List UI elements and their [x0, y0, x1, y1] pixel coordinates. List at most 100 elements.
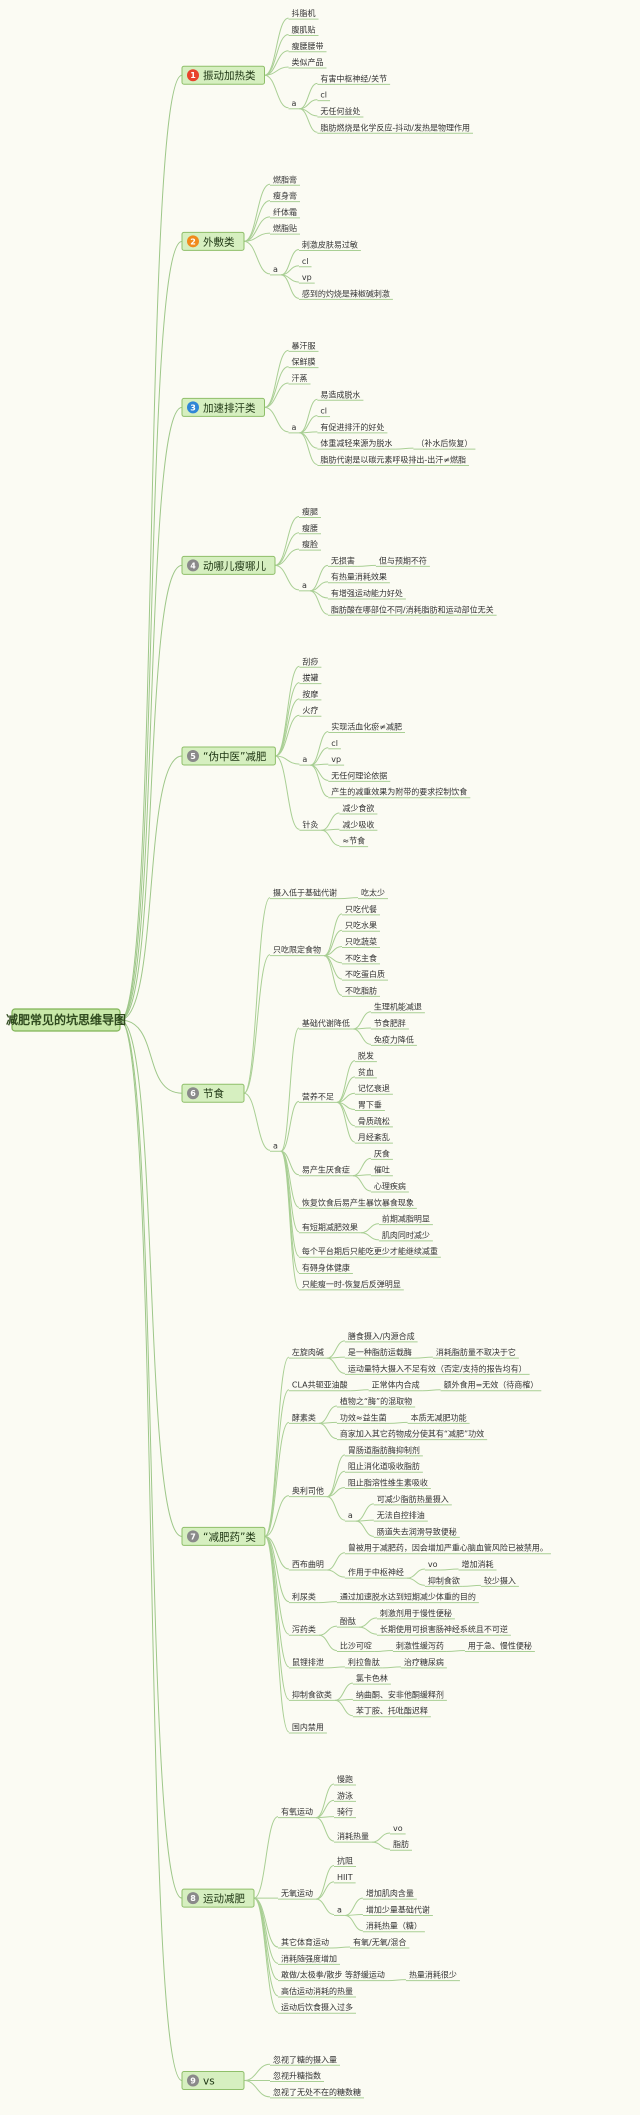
branch-1-node[interactable]: 1 振动加热类: [181, 65, 265, 85]
connector-line: [315, 1783, 335, 1819]
node-cl: cl: [302, 257, 309, 266]
branch-5-node[interactable]: 5“伪中医”减肥: [181, 746, 276, 766]
node-胃下垂: 胃下垂: [358, 1100, 382, 1110]
node-节食肥胖: 节食肥胖: [374, 1018, 406, 1028]
branch-7-node[interactable]: 7“减肥药”类: [181, 1526, 266, 1546]
node-体重减轻来源为脱水: 体重减轻来源为脱水: [320, 438, 392, 448]
connector-line: [323, 955, 343, 996]
node-拔罐: 拔罐: [302, 673, 318, 683]
connector-line: [360, 1223, 379, 1234]
node-有氧-无氧-混合: 有氧/无氧/混合: [353, 1937, 406, 1947]
connector-line: [389, 1421, 408, 1424]
connector-line: [422, 1389, 441, 1392]
node-酚酞: 酚酞: [340, 1616, 356, 1626]
connector-line: [326, 1487, 345, 1498]
connector-line: [264, 366, 289, 408]
node-作用于中枢神经: 作用于中枢神经: [348, 1567, 404, 1577]
node-忽视了糖的摄入量: 忽视了糖的摄入量: [273, 2054, 337, 2064]
branch-label: 运动减肥: [203, 1893, 245, 1905]
node-汗蒸: 汗蒸: [292, 373, 308, 383]
connector-line: [331, 1946, 351, 1949]
connector-line: [321, 829, 340, 847]
node-游泳: 游泳: [337, 1790, 353, 1800]
node-a: a: [273, 265, 278, 274]
connector-line: [318, 1601, 337, 1604]
node-吃太少: 吃太少: [361, 888, 385, 898]
node-增加少量基础代谢: 增加少量基础代谢: [366, 1904, 430, 1914]
connector-line: [274, 532, 300, 566]
connector-line: [243, 897, 271, 1094]
branch-number: 1: [190, 71, 196, 80]
node-保鲜膜: 保鲜膜: [292, 357, 316, 367]
node-厌食: 厌食: [374, 1148, 390, 1158]
connector-line: [275, 714, 300, 757]
connector-line: [280, 1100, 300, 1152]
node-脂肪: 脂肪: [393, 1839, 409, 1849]
node-燃脂贴: 燃脂贴: [273, 223, 297, 233]
node-正常体内合成: 正常体内合成: [372, 1380, 420, 1390]
node-vp: vp: [331, 755, 341, 764]
node-有碍身体健康: 有碍身体健康: [302, 1263, 350, 1273]
connector-line: [326, 1357, 345, 1374]
node-无任何益处: 无任何益处: [320, 106, 360, 116]
branch-box: [181, 1083, 245, 1103]
connector-line: [352, 1157, 372, 1177]
connector-line: [280, 1150, 300, 1274]
connector-line: [264, 406, 289, 433]
connector-line: [243, 954, 271, 1094]
node-只吃水果: 只吃水果: [345, 920, 377, 930]
branch-label: 振动加热类: [203, 69, 256, 82]
connector-line: [243, 240, 271, 275]
node--节食: ≈节食: [342, 836, 365, 846]
node-泻药类: 泻药类: [292, 1624, 316, 1634]
connector-line: [299, 415, 318, 434]
node-vo: vo: [428, 1560, 438, 1569]
connector-line: [280, 1150, 300, 1290]
connector-line: [357, 564, 376, 567]
node-增加肌肉含量: 增加肌肉含量: [366, 1888, 414, 1898]
connector-line: [264, 74, 289, 109]
connector-line: [243, 2063, 271, 2082]
node-记忆衰退: 记忆衰退: [358, 1083, 390, 1093]
connector-line: [243, 232, 271, 242]
root-node[interactable]: 减肥常见的坑思维导图: [6, 1008, 126, 1032]
connector-line: [315, 1817, 335, 1842]
root-connector: [119, 1019, 183, 1899]
node-脂肪燃烧是化学反应-抖动-发热是物理作用: 脂肪燃烧是化学反应-抖动/发热是物理作用: [320, 122, 470, 132]
node-a: a: [302, 755, 307, 764]
node-营养不足: 营养不足: [302, 1091, 334, 1101]
connector-line: [280, 1150, 300, 1257]
node-曾被用于减肥药-因会增加严重心脑血管风险已被禁用: 曾被用于减肥药，因会增加严重心脑血管风险已被禁用。: [348, 1543, 548, 1553]
connector-line: [274, 548, 300, 566]
node-骑行: 骑行: [337, 1807, 353, 1817]
node-减少吸收: 减少吸收: [342, 819, 374, 829]
node-纳曲酮-安非他酮缓释剂: 纳曲酮、安非他酮缓释剂: [356, 1689, 444, 1699]
connector-line: [326, 1496, 346, 1521]
node-忽视了无处不在的糖数糖: 忽视了无处不在的糖数糖: [273, 2087, 361, 2097]
branch-label: 节食: [203, 1087, 224, 1100]
connector-line: [274, 564, 300, 591]
node-刮痧: 刮痧: [302, 656, 318, 666]
node-每个平台期后只能吃更少才能继续减重: 每个平台期后只能吃更少才能继续减重: [302, 1246, 438, 1256]
connector-line: [264, 1495, 290, 1537]
node-肠道失去润滑导致便秘: 肠道失去润滑导致便秘: [377, 1526, 457, 1536]
node-a: a: [302, 581, 307, 590]
node-骨质疏松: 骨质疏松: [358, 1116, 390, 1126]
branch-box: [181, 746, 276, 766]
node-功效-益生菌: 功效≈益生菌: [340, 1412, 387, 1422]
node-无氧运动: 无氧运动: [281, 1888, 313, 1898]
root-connector: [119, 1019, 183, 1537]
connector-line: [336, 1060, 356, 1103]
connector-line: [374, 1650, 393, 1653]
branch-box: [181, 1526, 266, 1546]
node-无法自控排油: 无法自控排油: [377, 1510, 425, 1520]
node-抗阻: 抗阻: [337, 1856, 353, 1866]
root-connector: [119, 240, 183, 1021]
node-奥利司他: 奥利司他: [292, 1486, 324, 1496]
